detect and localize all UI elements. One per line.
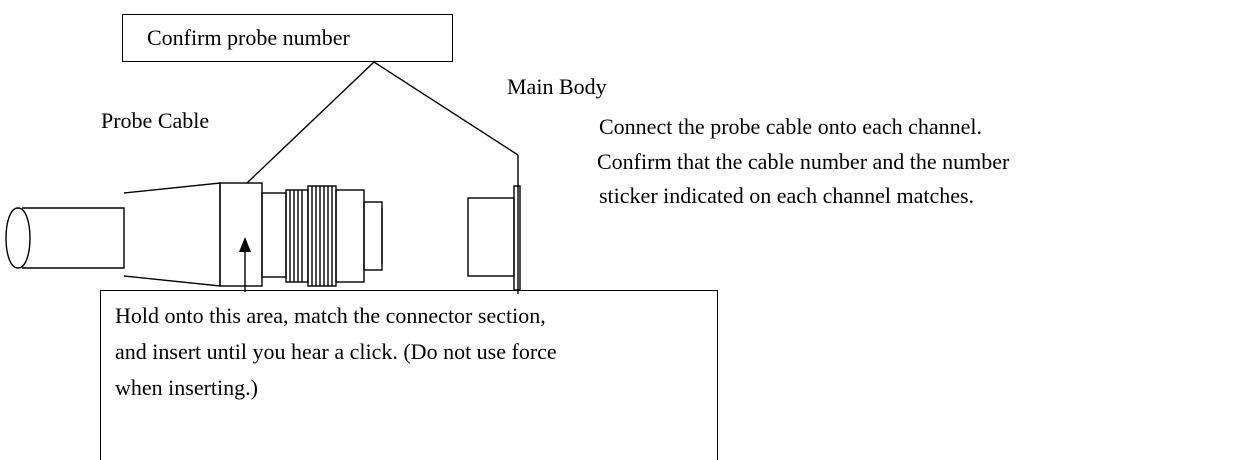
hold-instruction-line: when inserting.) <box>115 375 258 400</box>
confirm-leader-lines <box>246 61 519 184</box>
probe-cable-connector-icon <box>100 182 383 287</box>
hold-instruction-line: Hold onto this area, match the connector… <box>115 303 546 328</box>
instruction-line: Confirm that the cable number and the nu… <box>597 149 1010 174</box>
confirm-probe-number-label: Confirm probe number <box>147 25 350 50</box>
hold-instructions-callout: Hold onto this area, match the connector… <box>100 290 718 460</box>
arrowhead-icon <box>239 237 251 252</box>
instruction-line: Connect the probe cable onto each channe… <box>599 114 983 139</box>
main-body-receptacle-icon <box>467 155 521 294</box>
hold-instruction-line: and insert until you hear a click. (Do n… <box>115 339 557 364</box>
probe-cable-label: Probe Cable <box>101 108 210 133</box>
confirm-probe-number-callout: Confirm probe number <box>122 14 453 62</box>
cable-coil-icon <box>5 207 100 269</box>
instruction-line: sticker indicated on each channel matche… <box>599 183 975 208</box>
main-body-label: Main Body <box>507 74 607 99</box>
